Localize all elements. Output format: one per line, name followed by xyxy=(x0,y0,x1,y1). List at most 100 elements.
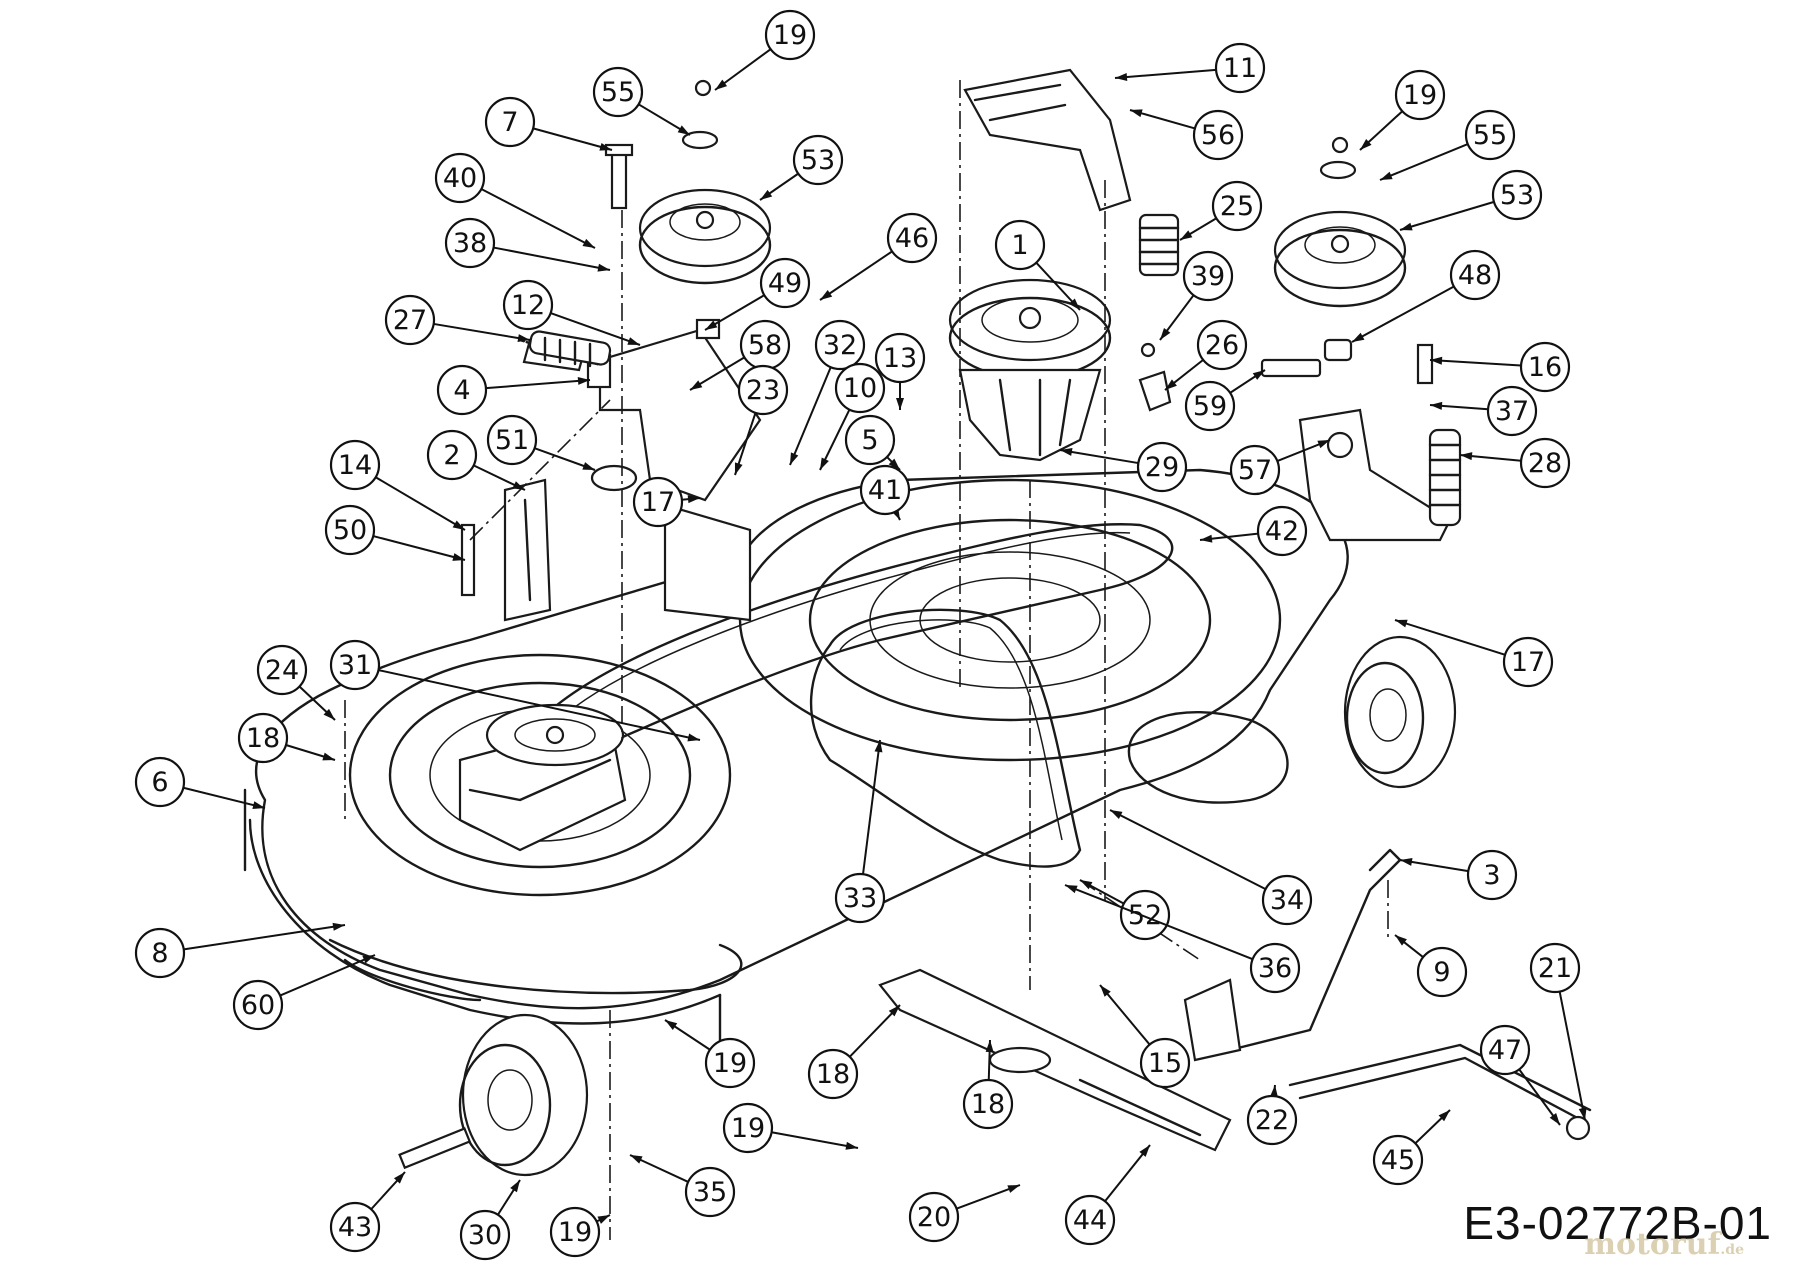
callout-circle xyxy=(1196,319,1248,371)
callout-number: 38 xyxy=(453,228,487,259)
callout-number: 41 xyxy=(868,475,902,506)
callout-number: 5 xyxy=(861,425,878,456)
callout-55: 55 xyxy=(1379,109,1516,181)
callout-number: 35 xyxy=(693,1177,727,1208)
callout-circle xyxy=(886,212,938,264)
callout-number: 58 xyxy=(748,330,782,361)
callout-circle xyxy=(486,414,538,466)
callout-leader xyxy=(480,188,596,249)
callout-circle xyxy=(1261,874,1313,926)
callout-number: 44 xyxy=(1073,1205,1107,1236)
callout-number: 15 xyxy=(1148,1048,1182,1079)
callout-34: 34 xyxy=(1109,809,1313,926)
callout-arrowhead xyxy=(1007,1185,1020,1193)
callout-42: 42 xyxy=(1199,505,1308,557)
callout-leader xyxy=(1099,984,1151,1046)
callout-circle xyxy=(134,756,186,808)
callout-circle xyxy=(632,476,684,528)
callout-31: 31 xyxy=(329,639,701,742)
callout-45: 45 xyxy=(1372,1109,1451,1186)
callout-19: 19 xyxy=(722,1102,859,1154)
callout-leader xyxy=(1429,359,1522,367)
callout-circle xyxy=(1211,180,1263,232)
callout-arrowhead xyxy=(1100,985,1111,997)
callout-circle xyxy=(384,294,436,346)
callout-number: 19 xyxy=(1403,80,1437,111)
callout-number: 49 xyxy=(768,268,802,299)
callout-number: 53 xyxy=(801,145,835,176)
callout-arrowhead xyxy=(1395,935,1407,946)
callout-arrowhead xyxy=(690,380,703,390)
callout-number: 59 xyxy=(1193,391,1227,422)
callout-circle xyxy=(814,319,866,371)
callout-arrowhead xyxy=(1115,73,1128,82)
callout-arrowhead xyxy=(1080,880,1093,890)
callout-arrowhead xyxy=(1252,370,1265,380)
callout-circle xyxy=(1136,441,1188,493)
callout-16: 16 xyxy=(1429,341,1571,393)
callout-11: 11 xyxy=(1114,42,1266,94)
callout-circle xyxy=(1466,849,1518,901)
callout-number: 9 xyxy=(1433,957,1450,988)
callout-circle xyxy=(329,439,381,491)
grease-fitting-26 xyxy=(1138,342,1172,412)
callout-9: 9 xyxy=(1394,934,1468,998)
callout-37: 37 xyxy=(1429,385,1538,437)
callout-14: 14 xyxy=(329,439,466,531)
callout-3: 3 xyxy=(1399,849,1518,901)
callout-arrowhead xyxy=(1317,440,1330,449)
callout-circle xyxy=(722,1102,774,1154)
callout-circle xyxy=(1249,942,1301,994)
callout-57: 57 xyxy=(1229,439,1331,496)
spring-28 xyxy=(1428,428,1462,527)
callout-circle xyxy=(324,504,376,556)
callout-arrowhead xyxy=(322,752,335,761)
callout-circle xyxy=(764,9,816,61)
callout-leader xyxy=(1351,285,1455,343)
callout-18: 18 xyxy=(962,1039,1014,1130)
callout-circle xyxy=(444,217,496,269)
callout-circle xyxy=(844,414,896,466)
callout-circle xyxy=(1416,946,1468,998)
callout-arrowhead xyxy=(323,708,335,720)
callout-arrowhead xyxy=(734,462,743,475)
callout-number: 56 xyxy=(1201,120,1235,151)
callout-number: 37 xyxy=(1495,396,1529,427)
callout-arrowhead xyxy=(599,142,612,151)
callout-46: 46 xyxy=(819,212,938,301)
callout-leader xyxy=(532,127,613,151)
callout-27: 27 xyxy=(384,294,531,346)
callout-leader xyxy=(1379,143,1469,181)
callout-leader xyxy=(1394,619,1506,656)
callout-number: 14 xyxy=(338,450,372,481)
spring-27 xyxy=(528,330,612,368)
mower-blade xyxy=(878,968,1232,1152)
callout-circle xyxy=(237,712,289,764)
callout-leader xyxy=(1114,68,1217,79)
callout-circle xyxy=(232,979,284,1031)
callout-circle xyxy=(256,644,308,696)
callout-leader xyxy=(550,312,641,346)
callout-arrowhead xyxy=(582,462,595,470)
callout-leader xyxy=(1104,1144,1151,1202)
callout-circle xyxy=(1119,889,1171,941)
callout-circle xyxy=(908,1191,960,1243)
callout-53: 53 xyxy=(759,134,844,201)
drawing-number: E3-02772B-01 xyxy=(1463,1197,1772,1249)
callout-circle xyxy=(1182,250,1234,302)
callout-arrowhead xyxy=(1395,619,1408,628)
callout-circle xyxy=(434,152,486,204)
callout-number: 51 xyxy=(495,425,529,456)
callout-53: 53 xyxy=(1399,169,1543,231)
callout-number: 48 xyxy=(1458,260,1492,291)
callout-26: 26 xyxy=(1164,319,1248,391)
callout-50: 50 xyxy=(324,504,466,561)
callout-circle xyxy=(1394,69,1446,121)
callout-44: 44 xyxy=(1064,1144,1151,1246)
callout-circle xyxy=(1502,636,1554,688)
callout-40: 40 xyxy=(434,152,596,249)
callout-leader xyxy=(1064,884,1254,961)
callout-arrowhead xyxy=(820,457,829,470)
callout-17: 17 xyxy=(1394,619,1554,688)
